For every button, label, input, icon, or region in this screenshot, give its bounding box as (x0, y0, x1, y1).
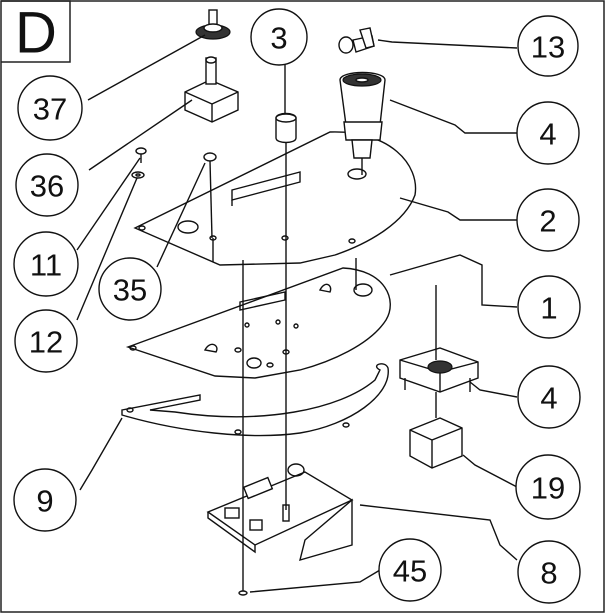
section-label: D (15, 1, 57, 66)
pcb-bracket-part-8 (206, 463, 354, 562)
washer-part-12 (131, 171, 145, 179)
middle-plate (125, 267, 391, 379)
callout-11: 11 (13, 231, 79, 297)
callout-8-label: 8 (540, 556, 557, 591)
callout-4-lower-label: 4 (540, 381, 557, 416)
callout-3: 3 (250, 8, 308, 66)
callout-9-label: 9 (36, 484, 53, 519)
key-lock-part (339, 71, 386, 159)
assembly-lines (212, 158, 437, 565)
callout-12: 12 (14, 309, 78, 373)
section-label-box: D (1, 0, 71, 66)
screw-part-45 (238, 565, 248, 596)
knob-part (195, 9, 231, 40)
gasket-ring (121, 363, 389, 437)
cover-part-19 (409, 417, 463, 469)
callout-4-lower: 4 (517, 365, 581, 429)
callout-1-label: 1 (540, 291, 557, 326)
callout-19: 19 (515, 454, 581, 520)
callout-37-label: 37 (33, 92, 67, 127)
callout-19-label: 19 (531, 471, 565, 506)
callout-35: 35 (98, 257, 162, 321)
callout-2-label: 2 (539, 204, 556, 239)
pin-part-35 (203, 152, 217, 239)
callout-3-label: 3 (270, 21, 287, 56)
callout-13: 13 (517, 15, 579, 77)
callout-8: 8 (517, 540, 581, 604)
callout-36-label: 36 (30, 169, 64, 204)
switch-block-part (184, 56, 239, 123)
callout-9: 9 (13, 468, 77, 532)
callout-35-label: 35 (113, 273, 147, 308)
screw-part-11 (135, 147, 147, 163)
callout-37: 37 (17, 75, 83, 141)
callout-12-label: 12 (29, 325, 63, 360)
cylinder-part (275, 112, 297, 360)
callout-36: 36 (15, 153, 79, 217)
callout-45: 45 (378, 538, 442, 602)
callout-11-label: 11 (30, 248, 62, 283)
key-part (338, 27, 375, 54)
callout-1: 1 (517, 275, 581, 339)
callout-2: 2 (516, 188, 580, 252)
callout-13-label: 13 (531, 30, 565, 65)
callout-45-label: 45 (393, 554, 427, 589)
callout-4-top: 4 (516, 101, 580, 165)
lock-housing-part (399, 347, 479, 393)
callout-4-top-label: 4 (539, 117, 556, 152)
leader-lines (76, 34, 518, 593)
top-plate (133, 131, 417, 266)
